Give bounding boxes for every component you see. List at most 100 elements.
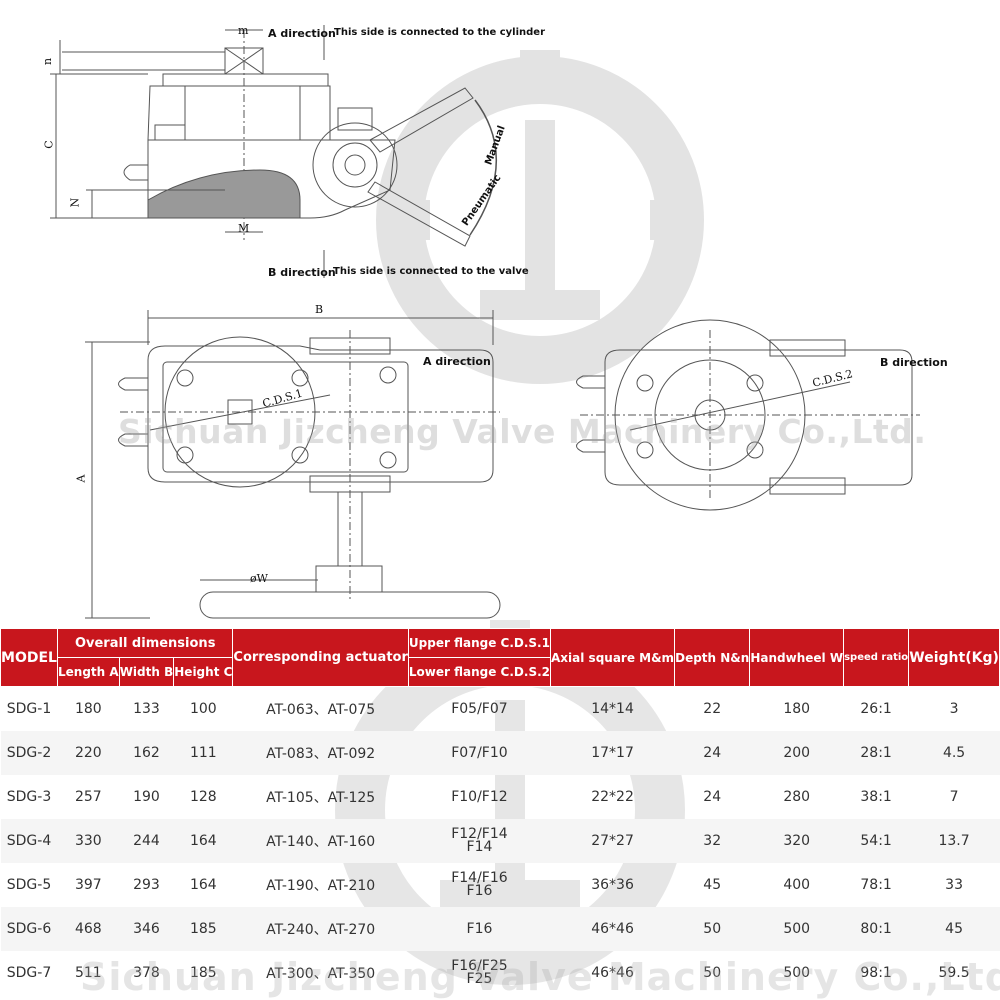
- cell-weight: 59.5: [938, 965, 970, 981]
- cell-actuator: AT-063、AT-075: [266, 702, 376, 718]
- valve-note: This side is connected to the valve: [333, 266, 529, 277]
- cell-width: 133: [133, 701, 160, 717]
- dim-n-top-label: n: [41, 57, 55, 66]
- header-upper-flange: Upper flange C.D.S.1: [407, 628, 552, 658]
- cell-flange-line1: F16/F25: [451, 958, 508, 974]
- cell-height: 164: [189, 877, 217, 893]
- header-width-b: Width B: [118, 657, 175, 687]
- cell-flange: F10/F12: [408, 775, 550, 819]
- cell-height: 111: [173, 731, 233, 775]
- b-view-housing: [604, 349, 913, 486]
- cell-flange: F07/F10: [408, 731, 551, 775]
- cell-ratio: 38:1: [860, 789, 892, 805]
- cell-square: 27*27: [550, 819, 675, 863]
- cell-depth: 45: [703, 877, 722, 893]
- table-row: SDG-1 180 133 100 AT-063、AT-075 F05/F07 …: [1, 687, 1000, 732]
- cell-model: SDG-2: [0, 731, 58, 775]
- cell-handwheel: 320: [749, 819, 844, 863]
- spec-table: MODEL Overall dimensions Corresponding a…: [0, 628, 1000, 995]
- header-lower-flange: Lower flange C.D.S.2: [407, 657, 552, 687]
- cell-width: 244: [119, 819, 174, 863]
- cell-handwheel: 400: [783, 877, 811, 893]
- cell-weight: 4.5: [908, 731, 1000, 775]
- cell-width: 162: [119, 731, 174, 775]
- cell-handwheel: 280: [783, 789, 811, 805]
- header-weight: Weight(Kg): [908, 628, 1000, 687]
- b-direction-view-label: B direction: [880, 356, 948, 369]
- cell-flange-line2: F16: [466, 883, 493, 899]
- cell-length: 397: [74, 877, 102, 893]
- cell-actuator: AT-190、AT-210: [266, 878, 376, 894]
- gearbox-body: [147, 85, 331, 141]
- header-height-c: Height C: [173, 657, 234, 687]
- cell-ratio: 98:1: [860, 965, 892, 981]
- cell-model: SDG-3: [6, 789, 52, 805]
- cell-height: 100: [189, 701, 217, 717]
- cell-ratio: 26:1: [860, 701, 892, 717]
- handwheel-rim: [199, 591, 501, 619]
- cell-height: 164: [173, 819, 233, 863]
- dim-b-label: B: [315, 303, 324, 316]
- cell-ratio: 54:1: [843, 819, 909, 863]
- header-length-a: Length A: [57, 657, 120, 687]
- cell-flange-line1: F10/F12: [451, 788, 508, 805]
- cell-square: 14*14: [591, 701, 634, 717]
- cell-actuator: AT-140、AT-160: [232, 819, 409, 863]
- header-overall-dimensions: Overall dimensions: [56, 628, 234, 658]
- cell-flange-line2: F14: [466, 839, 493, 855]
- cell-width: 190: [133, 789, 160, 805]
- header-speed-ratio: speed ratio: [843, 628, 910, 687]
- cell-square: 22*22: [591, 789, 634, 805]
- cell-model: SDG-1: [6, 701, 52, 717]
- cell-actuator: AT-240、AT-270: [232, 907, 409, 951]
- cell-height: 185: [173, 907, 233, 951]
- cell-model: SDG-5: [6, 877, 52, 893]
- cell-square: 36*36: [591, 877, 634, 893]
- cell-handwheel: 180: [783, 701, 811, 717]
- cell-flange-line1: F12/F14: [451, 826, 508, 842]
- cell-flange: F05/F07: [408, 687, 550, 732]
- cell-width: 346: [119, 907, 174, 951]
- header-model: MODEL: [0, 628, 58, 687]
- dim-n-lower-label: N: [68, 197, 82, 208]
- cell-flange: F16: [408, 907, 551, 951]
- header-axial-square: Axial square M&m: [550, 628, 676, 687]
- cell-model: SDG-6: [0, 907, 58, 951]
- lever-arm-pneumatic: [367, 181, 471, 247]
- cell-width: 378: [133, 965, 160, 981]
- cell-ratio: 28:1: [843, 731, 909, 775]
- dim-c-label: C: [42, 140, 56, 149]
- gearbox-top-plate: [162, 73, 329, 87]
- table-row: SDG-3 257 190 128 AT-105、AT-125 F10/F12 …: [1, 775, 1000, 819]
- header-handwheel: Handwheel W: [749, 628, 845, 687]
- cell-flange-line1: F07/F10: [451, 744, 508, 761]
- lever-hub: [312, 122, 398, 208]
- cell-depth: 24: [674, 731, 750, 775]
- cell-ratio: 80:1: [843, 907, 909, 951]
- cell-handwheel: 500: [783, 965, 811, 981]
- table-row: SDG-6 468 346 185 AT-240、AT-270 F16 46*4…: [0, 907, 1000, 951]
- cell-actuator: AT-105、AT-125: [266, 790, 376, 806]
- cell-depth: 50: [703, 965, 722, 981]
- cell-height: 128: [189, 789, 217, 805]
- a-view-housing: [147, 345, 494, 483]
- cross-hatched-section: [147, 169, 301, 219]
- dim-w-label: øW: [250, 572, 268, 585]
- cell-model: SDG-4: [0, 819, 58, 863]
- cell-square: 46*46: [591, 965, 634, 981]
- cell-ratio: 78:1: [860, 877, 892, 893]
- cell-handwheel: 500: [749, 907, 844, 951]
- cell-model: SDG-7: [6, 965, 52, 981]
- header-actuator: Corresponding actuator: [232, 628, 409, 687]
- lever-arm-manual: [369, 87, 474, 153]
- cell-square: 17*17: [550, 731, 675, 775]
- cell-length: 257: [74, 789, 102, 805]
- cell-flange-line2: F25: [466, 971, 493, 987]
- cell-length: 468: [57, 907, 120, 951]
- cell-square: 46*46: [550, 907, 675, 951]
